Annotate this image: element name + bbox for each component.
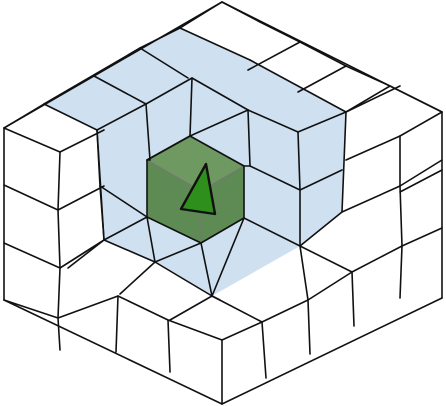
grid-edge-75 <box>145 103 151 161</box>
grid-edge-86 <box>103 216 148 241</box>
grid-edge-21 <box>297 65 347 93</box>
grid-edge-90 <box>211 217 245 297</box>
grid-edge-80 <box>99 185 148 218</box>
grid-edge-64 <box>261 299 309 323</box>
grid-edge-63 <box>299 245 309 301</box>
grid-edge-27 <box>3 184 59 211</box>
grid-edge-6 <box>3 103 45 129</box>
grid-edge-39 <box>117 295 169 321</box>
grid-edge-48 <box>59 239 105 269</box>
grid-edge-56 <box>399 245 403 299</box>
grid-edge-19 <box>341 111 347 213</box>
grid-edge-35 <box>154 261 213 297</box>
grid-edge-87 <box>146 216 156 263</box>
grid-edge-66 <box>307 299 311 355</box>
grid-edge-69 <box>307 271 353 301</box>
triangle-marker-icon <box>179 162 217 216</box>
grid-edge-29 <box>3 242 61 269</box>
grid-edge-40 <box>167 319 223 341</box>
grid-edge-17 <box>179 27 251 61</box>
grid-edge-81 <box>99 185 105 241</box>
grid-edge-70 <box>96 103 147 131</box>
grid-edge-25 <box>3 127 61 153</box>
grid-edge-31 <box>57 151 61 211</box>
grid-edge-65 <box>221 321 263 341</box>
grid-edge-59 <box>299 245 353 273</box>
grid-edge-33 <box>57 267 61 319</box>
grid-edge-73 <box>247 109 299 133</box>
grid-edge-9 <box>179 1 223 29</box>
grid-edge-11 <box>259 21 301 43</box>
grid-edge-89 <box>200 242 213 297</box>
grid-edge-98 <box>200 217 245 244</box>
grid-edge-37 <box>3 299 59 319</box>
grid-edge-74 <box>297 111 347 133</box>
grid-edge-68 <box>211 295 263 323</box>
grid-edge-76 <box>189 77 193 137</box>
grid-edge-55 <box>399 185 403 247</box>
grid-edge-95 <box>146 135 191 161</box>
grid-edge-52 <box>399 111 443 137</box>
grid-edge-10 <box>221 1 261 23</box>
grid-edge-79 <box>96 129 101 187</box>
center-edge-a <box>146 159 202 192</box>
grid-edge-44 <box>57 317 61 351</box>
grid-edge-53 <box>345 85 401 113</box>
grid-edge-15 <box>43 103 98 131</box>
center-cube-left-face <box>147 160 201 243</box>
center-cube-top-face <box>147 136 244 191</box>
grid-edge-32 <box>57 209 61 269</box>
grid-edge-7 <box>43 47 141 105</box>
grid-edge-8 <box>139 27 181 49</box>
grid-edge-57 <box>399 169 443 193</box>
grid-edge-20 <box>247 41 301 71</box>
outer-right-face <box>220 112 442 404</box>
grid-edge-47 <box>169 295 213 321</box>
grid-edge-38 <box>57 295 119 319</box>
grid-edge-60 <box>351 245 403 273</box>
grid-edge-78 <box>297 131 301 191</box>
grid-edge-4 <box>3 299 223 405</box>
grid-edge-46 <box>119 261 156 295</box>
grid-edge-14 <box>389 85 443 113</box>
grid-edge-42 <box>167 319 171 373</box>
grid-edge-67 <box>261 321 267 379</box>
grid-edge-49 <box>341 185 401 213</box>
grid-edge-62 <box>351 271 355 327</box>
grid-edge-77 <box>247 109 251 167</box>
grid-edge-58 <box>299 211 343 247</box>
grid-edge-83 <box>299 169 343 191</box>
grid-edge-13 <box>345 65 391 87</box>
grid-edge-18 <box>249 59 347 113</box>
grid-edge-88 <box>154 242 202 263</box>
grid-edge-61 <box>401 227 443 247</box>
grid-edge-93 <box>189 109 249 137</box>
cube-grid-lines <box>3 1 443 405</box>
grid-edge-41 <box>115 295 119 353</box>
grid-edge-24 <box>93 75 147 105</box>
grid-edge-72 <box>191 77 249 111</box>
grid-edge-23 <box>139 47 189 79</box>
grid-edge-3 <box>221 297 443 405</box>
grid-edge-99 <box>146 216 202 244</box>
grid-edge-51 <box>345 135 401 161</box>
grid-edge-71 <box>145 77 193 105</box>
grid-edge-12 <box>299 41 347 67</box>
grid-edge-34 <box>103 239 156 263</box>
grid-edge-84 <box>243 217 301 247</box>
grid-edge-96 <box>189 135 245 167</box>
grid-edge-82 <box>249 165 301 191</box>
grid-edge-50 <box>399 159 443 187</box>
grid-edge-28 <box>57 185 105 211</box>
